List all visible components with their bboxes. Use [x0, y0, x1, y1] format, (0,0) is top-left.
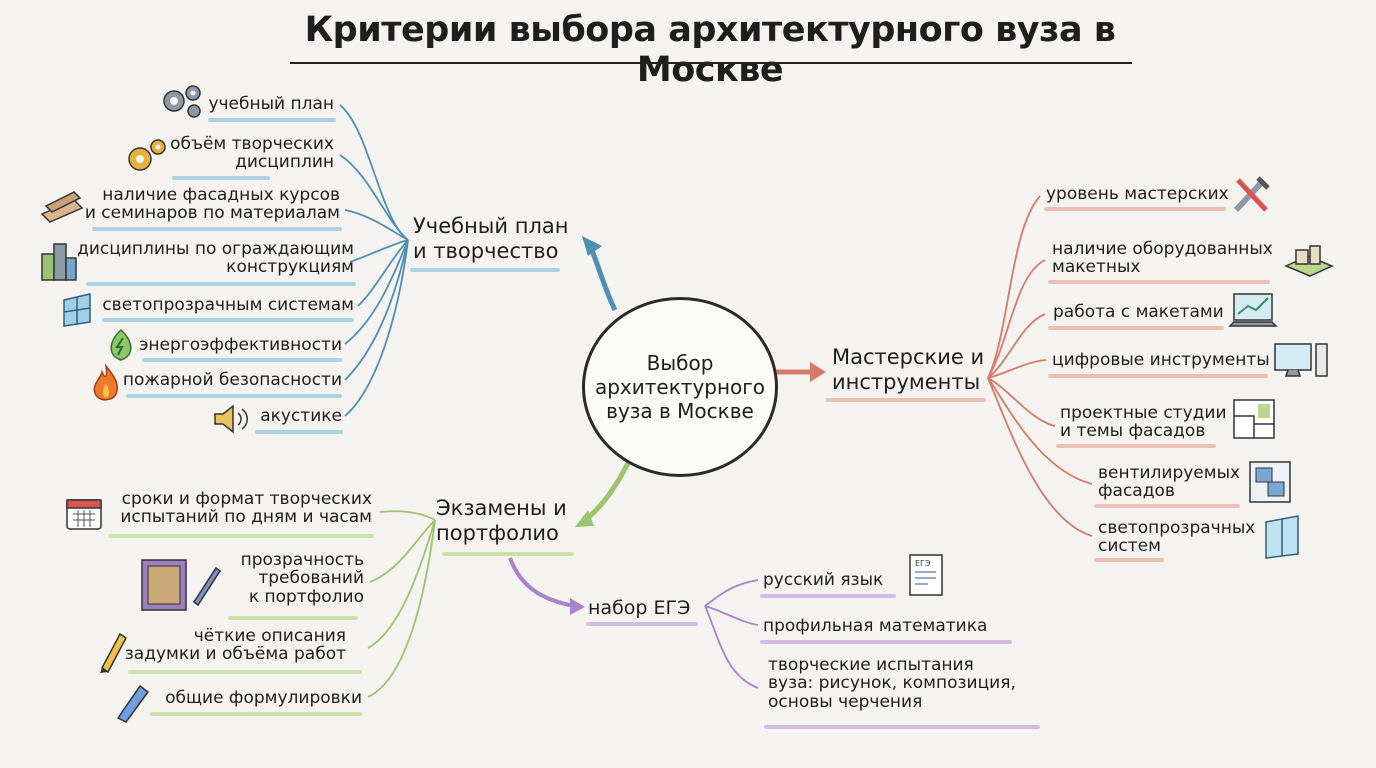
underline-curriculum-8: [255, 430, 343, 434]
energy-leaf-icon: [110, 328, 132, 361]
speaker-icon: [214, 404, 248, 434]
underline-workshops-7: [1094, 558, 1164, 562]
underline-curriculum-7: [126, 394, 342, 398]
underline-workshops-1: [1044, 207, 1226, 211]
workshops-item-4: цифровые инструменты: [1052, 350, 1270, 370]
marker-icon: [116, 684, 150, 723]
underline-workshops: [826, 398, 986, 402]
svg-text:ЕГЭ: ЕГЭ: [915, 559, 931, 568]
ege-item-3: творческие испытания вуза: рисунок, комп…: [768, 655, 1016, 712]
underline-curriculum-3: [92, 227, 342, 231]
model-icon: [1284, 245, 1334, 277]
underline-curriculum-5: [102, 318, 354, 322]
ege-item-2: профильная математика: [763, 616, 988, 636]
buildings-icon: [41, 243, 77, 281]
exams-fan: [367, 510, 436, 698]
title-underline: [290, 62, 1132, 64]
arrow-head-workshops: [810, 362, 826, 382]
glass-facade-icon: [63, 293, 91, 327]
underline-exams: [442, 552, 574, 556]
arrow-head-curriculum: [582, 236, 602, 256]
exams-item-4: общие формулировки: [165, 688, 362, 708]
underline-exams-3: [128, 670, 362, 674]
workshops-item-3: работа с макетами: [1053, 302, 1224, 322]
curriculum-item-6: энергоэффективности: [139, 335, 342, 355]
ege-form-icon: ЕГЭ: [909, 554, 943, 596]
underline-curriculum-1: [208, 118, 336, 122]
underline-curriculum-2: [172, 176, 270, 180]
underline-exams-4: [150, 712, 362, 716]
curriculum-fan: [339, 104, 409, 417]
page-title: Критерии выбора архитектурного вуза в Мо…: [304, 10, 1116, 90]
underline-workshops-5: [1056, 444, 1216, 448]
material-rolls-icon: [40, 191, 84, 223]
gears-icon: [163, 85, 201, 118]
branch-ege: набор ЕГЭ: [588, 597, 691, 619]
portfolio-icon: [141, 559, 222, 611]
laptop-chart-icon: [1228, 293, 1278, 327]
workshops-item-1: уровень мастерских: [1046, 184, 1229, 204]
workshops-item-5: проектные студии и темы фасадов: [1060, 403, 1227, 442]
central-node: Выбор архитектурного вуза в Москве: [582, 297, 778, 477]
curriculum-item-5: светопрозрачным системам: [102, 295, 354, 315]
underline-workshops-2: [1048, 280, 1270, 284]
workshops-item-2: наличие оборудованных макетных: [1052, 239, 1273, 278]
branch-workshops: Мастерские и инструменты: [832, 345, 985, 395]
underline-ege-1: [760, 594, 896, 598]
underline-curriculum-6: [142, 358, 342, 362]
underline-exams-2: [228, 616, 358, 620]
computer-icon: [1274, 343, 1328, 377]
workshops-item-7: светопрозрачных систем: [1098, 518, 1256, 557]
tools-icon: [1233, 176, 1270, 213]
underline-ege-3: [764, 725, 1040, 729]
floor-plan-icon: [1233, 399, 1275, 439]
underline-exams-1: [108, 534, 374, 538]
calendar-icon: [66, 499, 102, 530]
arrow-head-ege: [570, 598, 585, 615]
workshops-item-6: вентилируемых фасадов: [1098, 463, 1241, 502]
connector-exams-ege: [508, 557, 576, 608]
ege-item-1: русский язык: [763, 570, 884, 590]
underline-ege: [586, 622, 698, 626]
underline-ege-2: [760, 640, 1012, 644]
curriculum-item-7: пожарной безопасности: [122, 370, 342, 390]
curriculum-item-8: акустике: [260, 406, 342, 426]
connector-center-exams: [583, 453, 635, 522]
glass-panel-icon: [1265, 515, 1299, 559]
curriculum-item-4: дисциплины по ограждающим конструкциям: [77, 239, 354, 278]
workshops-fan: [987, 195, 1093, 537]
curriculum-item-1: учебный план: [208, 94, 334, 114]
underline-workshops-4: [1048, 374, 1268, 378]
gears-icon: [128, 139, 166, 171]
exams-item-3: чёткие описания задумки и объёма работ: [124, 626, 346, 665]
underline-curriculum: [410, 268, 560, 272]
branch-exams: Экзамены и портфолио: [436, 496, 567, 546]
arrow-head-exams: [575, 510, 594, 527]
ege-fan: [704, 579, 759, 689]
underline-curriculum-4: [86, 282, 356, 286]
fire-icon: [93, 364, 118, 401]
pencil-icon: [100, 632, 127, 674]
underline-workshops-3: [1048, 326, 1224, 330]
connector-center-curriculum: [587, 244, 618, 312]
branch-curriculum: Учебный план и творчество: [413, 214, 569, 264]
underline-workshops-6: [1094, 504, 1240, 508]
exams-item-2: прозрачность требований к портфолио: [240, 550, 364, 607]
facade-panel-icon: [1249, 461, 1291, 503]
curriculum-item-2: объём творческих дисциплин: [170, 134, 334, 173]
curriculum-item-3: наличие фасадных курсов и семинаров по м…: [84, 185, 340, 224]
exams-item-1: сроки и формат творческих испытаний по д…: [120, 489, 372, 528]
